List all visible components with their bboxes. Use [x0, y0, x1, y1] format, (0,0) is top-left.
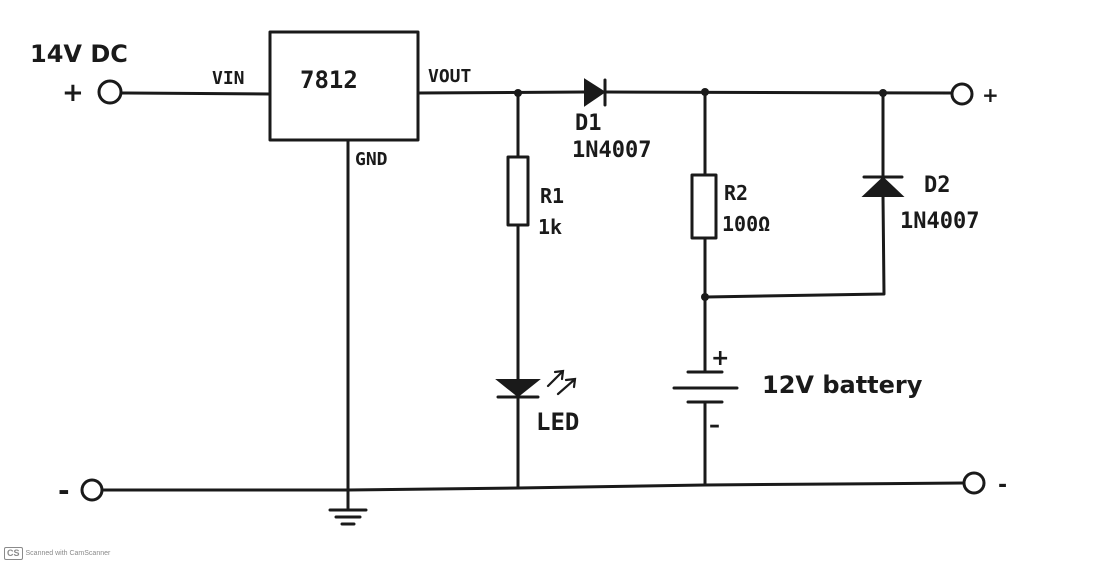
scanner-text: Scanned with CamScanner: [25, 550, 111, 557]
wire-d2-bottom: [704, 194, 886, 299]
battery-minus-sign: –: [709, 413, 720, 438]
d1-ref-label: D1: [575, 111, 602, 136]
input-plus-terminal[interactable]: [97, 79, 123, 105]
output-plus-terminal[interactable]: [950, 82, 974, 106]
diode-d1: [584, 78, 607, 107]
output-minus-terminal[interactable]: [962, 471, 986, 495]
diode-d2: [861, 175, 905, 197]
output-plus-sign: +: [982, 83, 999, 107]
battery-label: 12V battery: [762, 371, 923, 399]
d1-part-label: 1N4007: [572, 138, 651, 163]
wire-vout: [416, 90, 587, 95]
scanner-watermark: CS Scanned with CamScanner: [4, 547, 110, 560]
d2-part-label: 1N4007: [900, 209, 979, 234]
input-plus-sign: +: [62, 78, 84, 108]
ground-symbol: [328, 488, 368, 526]
scanner-logo: CS: [4, 547, 23, 560]
input-minus-sign: -: [58, 474, 70, 507]
regulator-vin-label: VIN: [212, 68, 245, 89]
input-voltage-label: 14V DC: [30, 40, 128, 68]
regulator-gnd-label: GND: [355, 149, 388, 170]
led-label: LED: [536, 408, 579, 436]
battery-symbol: [672, 370, 739, 404]
r1-ref-label: R1: [540, 184, 564, 208]
regulator-vout-label: VOUT: [428, 66, 472, 87]
input-minus-terminal[interactable]: [80, 478, 104, 502]
resistor-r1: [506, 155, 530, 227]
r2-value-label: 100Ω: [722, 212, 770, 236]
d2-ref-label: D2: [924, 173, 951, 198]
led-symbol: [495, 369, 577, 399]
resistor-r2: [690, 173, 718, 240]
output-minus-sign: -: [998, 473, 1007, 498]
wire-ground-rail: [100, 481, 966, 492]
wire-output-plus: [603, 90, 954, 95]
r1-value-label: 1k: [538, 215, 562, 239]
regulator-part-label: 7812: [300, 66, 358, 94]
r2-ref-label: R2: [724, 181, 748, 205]
wire-vin: [119, 91, 272, 96]
regulator-7812: [268, 30, 420, 142]
battery-plus-sign: +: [711, 346, 729, 371]
